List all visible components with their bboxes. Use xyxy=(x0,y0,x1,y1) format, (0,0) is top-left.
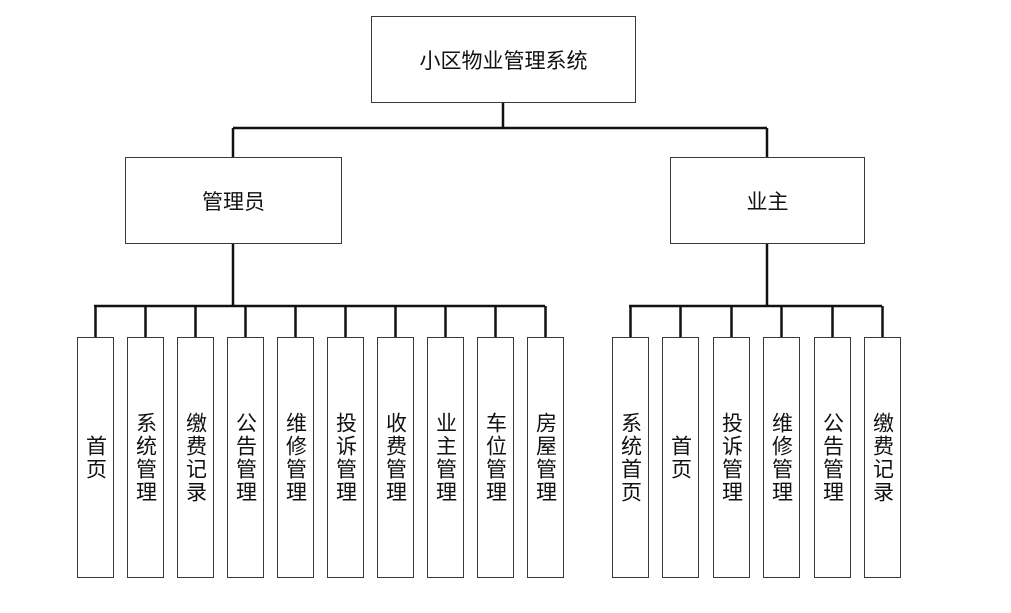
admin-leaf-label: 系统管理 xyxy=(133,411,158,504)
owner-node-label: 业主 xyxy=(746,189,789,214)
root-node-label: 小区物业管理系统 xyxy=(419,48,588,73)
admin-leaf-node: 系统管理 xyxy=(127,337,164,578)
admin-leaf-node: 业主管理 xyxy=(427,337,464,578)
root-node: 小区物业管理系统 xyxy=(371,16,636,103)
owner-leaf-label: 投诉管理 xyxy=(719,411,744,504)
admin-node-label: 管理员 xyxy=(202,189,265,214)
admin-leaf-label: 首页 xyxy=(83,434,108,481)
admin-leaf-node: 缴费记录 xyxy=(177,337,214,578)
owner-leaf-label: 系统首页 xyxy=(618,411,643,504)
admin-leaf-node: 投诉管理 xyxy=(327,337,364,578)
admin-leaf-label: 业主管理 xyxy=(433,411,458,504)
admin-leaf-label: 维修管理 xyxy=(283,411,308,504)
admin-leaf-label: 缴费记录 xyxy=(183,411,208,504)
admin-leaf-label: 收费管理 xyxy=(383,411,408,504)
admin-leaf-label: 房屋管理 xyxy=(533,411,558,504)
admin-leaf-node: 房屋管理 xyxy=(527,337,564,578)
owner-leaf-node: 缴费记录 xyxy=(864,337,901,578)
admin-leaf-label: 公告管理 xyxy=(233,411,258,504)
owner-leaf-label: 首页 xyxy=(668,434,693,481)
owner-leaf-node: 维修管理 xyxy=(763,337,800,578)
owner-leaf-node: 系统首页 xyxy=(612,337,649,578)
admin-leaf-label: 车位管理 xyxy=(483,411,508,504)
owner-leaf-node: 公告管理 xyxy=(814,337,851,578)
admin-node: 管理员 xyxy=(125,157,342,244)
admin-leaf-node: 公告管理 xyxy=(227,337,264,578)
owner-leaf-node: 投诉管理 xyxy=(713,337,750,578)
admin-leaf-node: 维修管理 xyxy=(277,337,314,578)
owner-leaf-label: 公告管理 xyxy=(820,411,845,504)
admin-leaf-node: 车位管理 xyxy=(477,337,514,578)
owner-leaf-label: 缴费记录 xyxy=(870,411,895,504)
owner-leaf-label: 维修管理 xyxy=(769,411,794,504)
admin-leaf-node: 收费管理 xyxy=(377,337,414,578)
admin-leaf-label: 投诉管理 xyxy=(333,411,358,504)
admin-leaf-node: 首页 xyxy=(77,337,114,578)
owner-leaf-node: 首页 xyxy=(662,337,699,578)
owner-node: 业主 xyxy=(670,157,865,244)
